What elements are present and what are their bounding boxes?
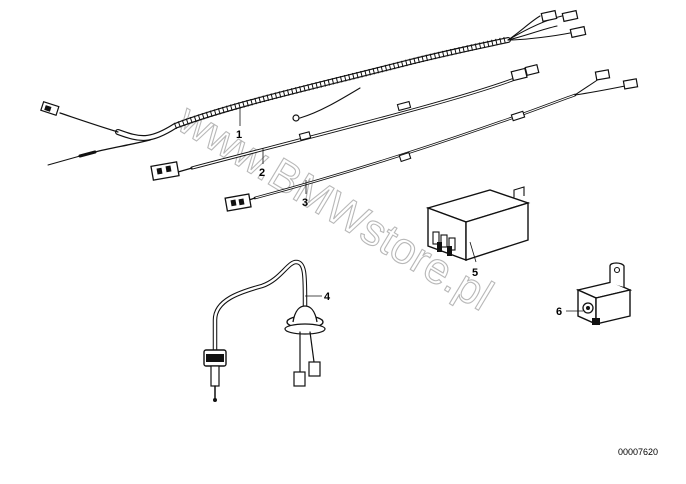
sensor-4 [203, 259, 326, 402]
callout-3: 3 [302, 197, 308, 209]
callout-4: 4 [324, 291, 331, 303]
reference-number: 00007620 [618, 447, 658, 457]
leader-lines [239, 108, 583, 312]
relay-5 [425, 186, 531, 262]
callout-5: 5 [472, 267, 478, 279]
harness-1 [40, 9, 587, 166]
callout-1: 1 [236, 129, 242, 141]
callout-6: 6 [556, 306, 562, 318]
harness-3 [224, 69, 639, 212]
harness-2 [150, 63, 540, 181]
module-6 [575, 262, 633, 326]
callout-2: 2 [259, 167, 265, 179]
